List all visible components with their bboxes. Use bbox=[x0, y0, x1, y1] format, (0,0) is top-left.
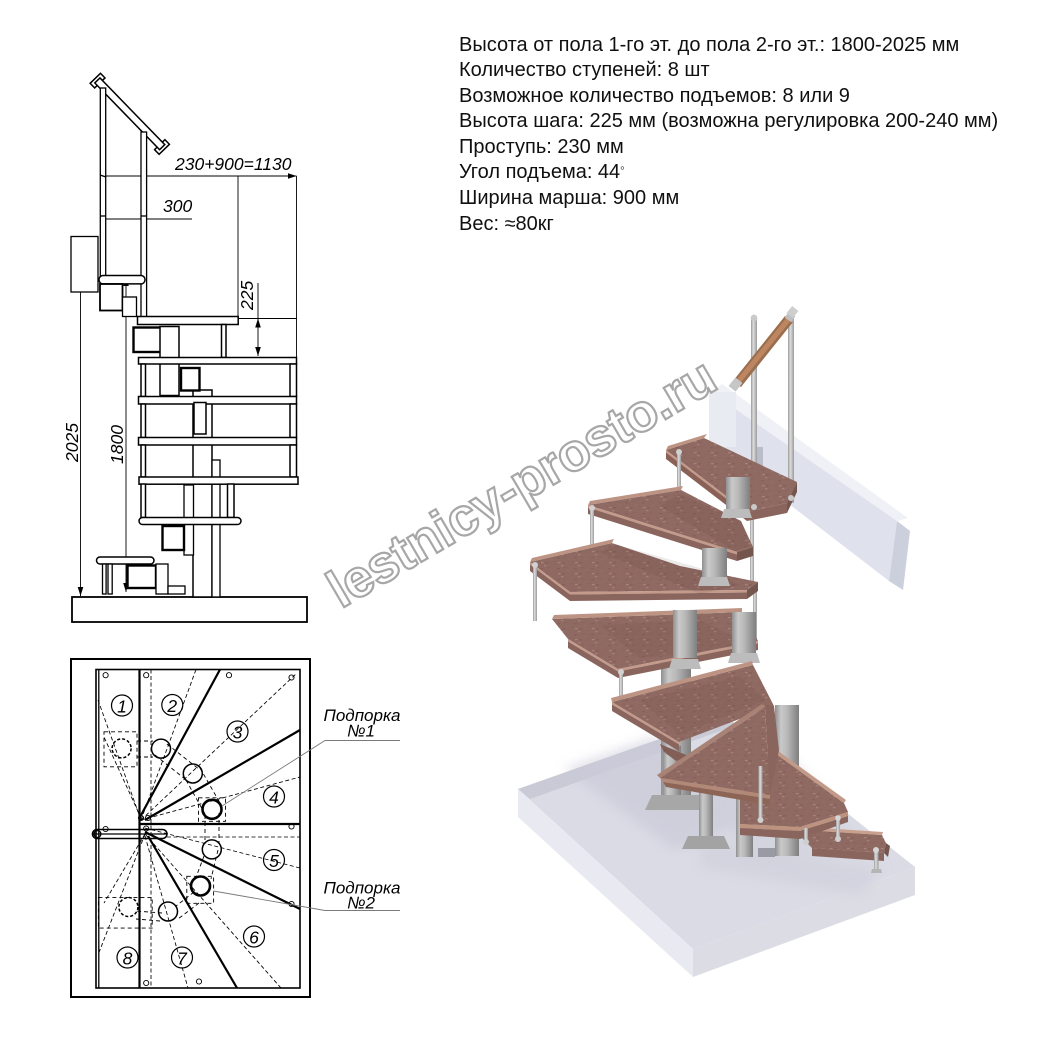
svg-text:230+900=1130: 230+900=1130 bbox=[174, 154, 292, 174]
svg-text:Подпорка: Подпорка bbox=[324, 879, 401, 898]
svg-text:6: 6 bbox=[249, 928, 259, 948]
svg-text:№2: №2 bbox=[347, 894, 375, 913]
svg-text:1: 1 bbox=[117, 697, 127, 717]
svg-text:7: 7 bbox=[177, 949, 188, 969]
svg-text:2: 2 bbox=[166, 696, 177, 716]
svg-text:2025: 2025 bbox=[62, 423, 82, 463]
svg-text:300: 300 bbox=[163, 196, 192, 216]
svg-text:225: 225 bbox=[237, 281, 257, 311]
svg-text:№1: №1 bbox=[347, 722, 375, 741]
svg-text:Подпорка: Подпорка bbox=[324, 706, 401, 725]
svg-text:5: 5 bbox=[269, 851, 279, 871]
svg-text:1800: 1800 bbox=[107, 425, 127, 464]
svg-text:4: 4 bbox=[269, 788, 279, 808]
svg-text:3: 3 bbox=[233, 723, 243, 743]
svg-text:8: 8 bbox=[123, 949, 133, 969]
